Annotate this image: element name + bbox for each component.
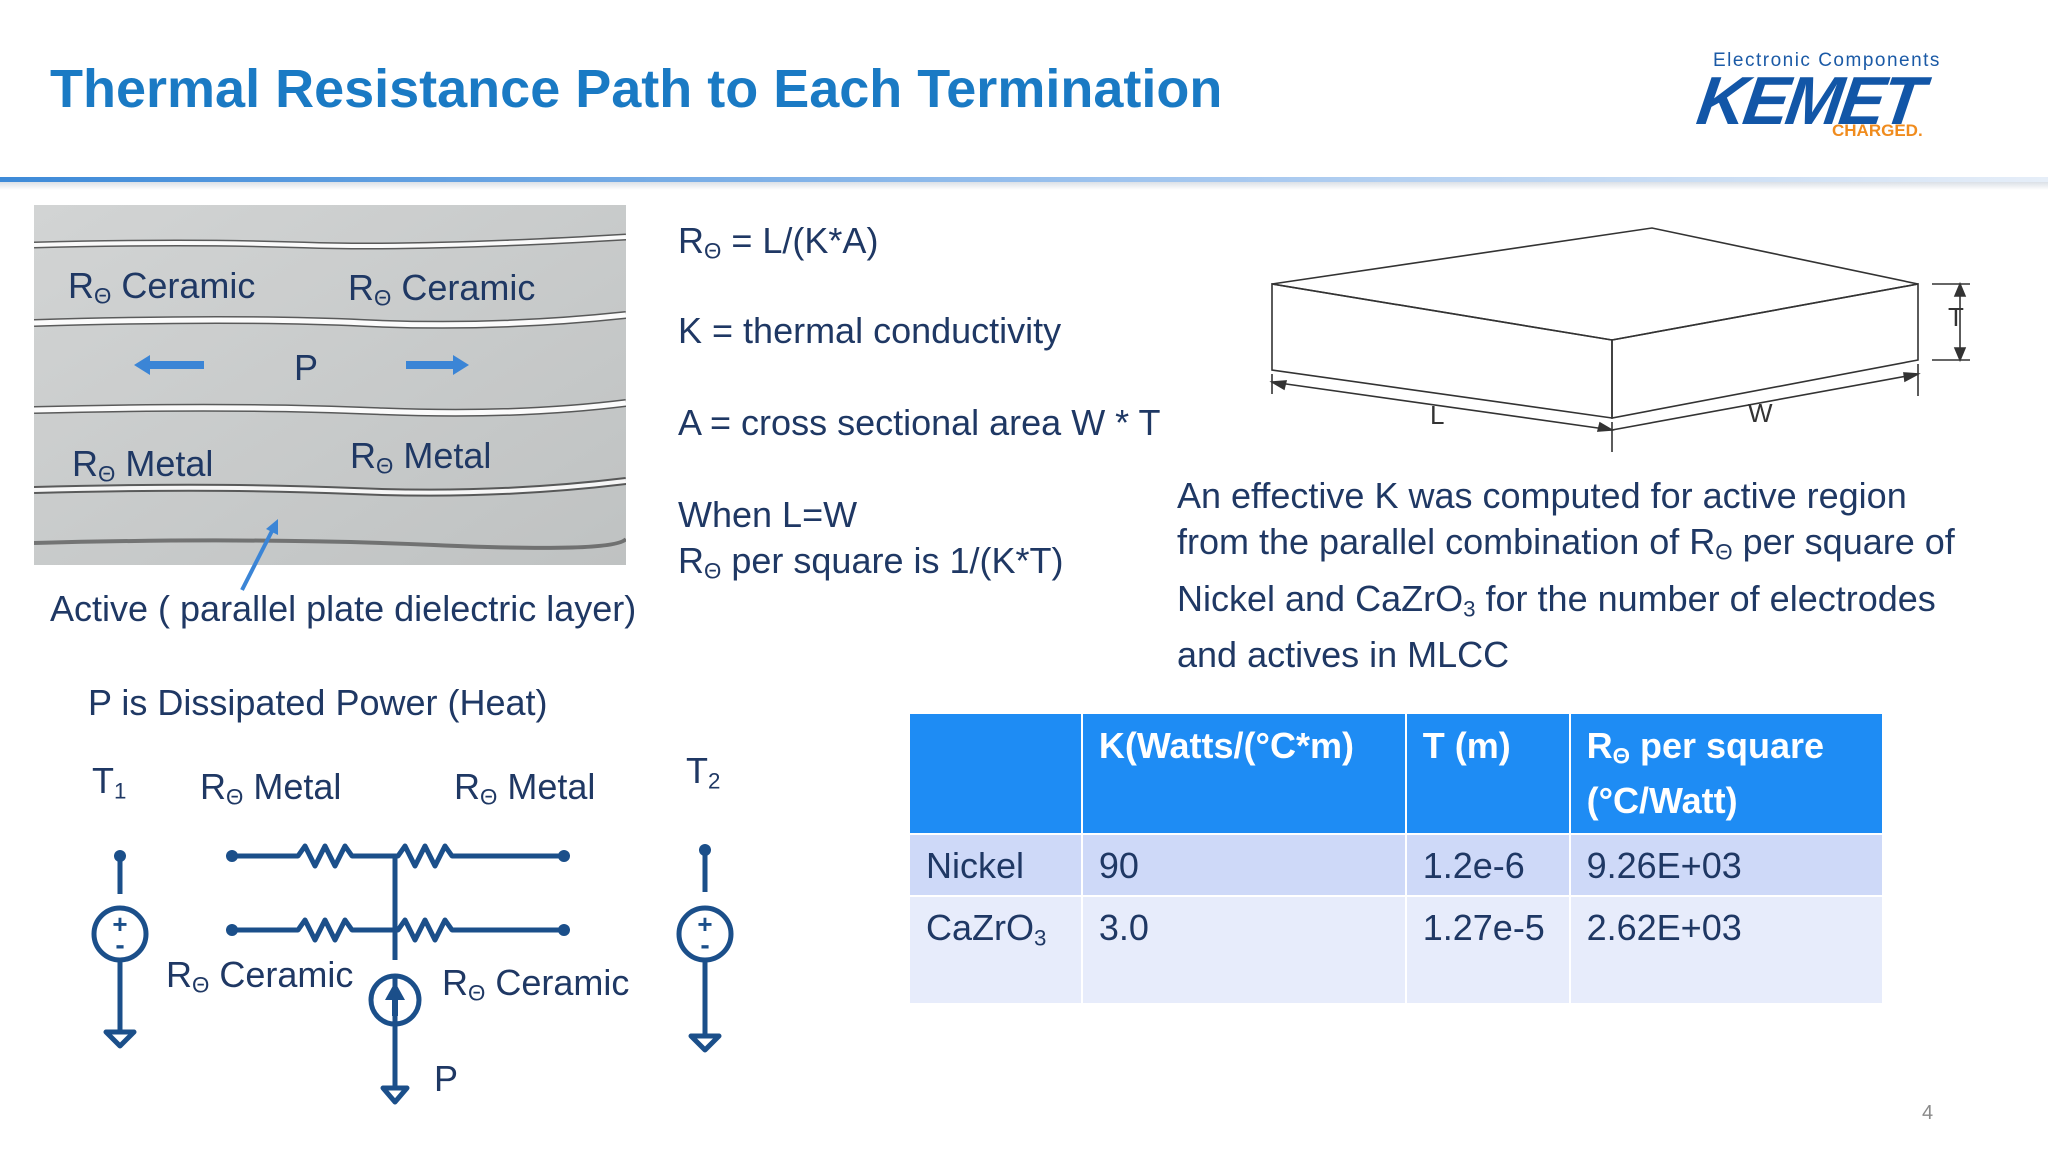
table-header-k: K(Watts/(°C*m) xyxy=(1081,714,1407,834)
t1-label: T1 xyxy=(92,760,127,804)
table-header-r-per-square: RΘ per square (°C/Watt) xyxy=(1569,714,1885,834)
header-divider-shadow xyxy=(0,182,2048,190)
table-cell: 9.26E+03 xyxy=(1569,832,1885,896)
active-layer-caption: Active ( parallel plate dielectric layer… xyxy=(50,588,637,629)
table-cell: 90 xyxy=(1081,832,1407,896)
table-cell: 1.2e-6 xyxy=(1405,832,1571,896)
formula-r-theta: RΘ = L/(K*A) xyxy=(678,220,879,264)
formula-a-definition: A = cross sectional area W * T xyxy=(678,402,1161,443)
table-cell: Nickel xyxy=(910,832,1083,896)
circuit-label-metal-right: RΘ Metal xyxy=(454,766,596,810)
diagram-label-l: L xyxy=(1430,400,1444,430)
t1-plus-sign: + xyxy=(112,909,127,939)
material-properties-table: K(Watts/(°C*m) T (m) RΘ per square (°C/W… xyxy=(910,714,1885,1003)
photo-label-metal-right: RΘ Metal xyxy=(350,435,492,479)
circuit-label-ceramic-left: RΘ Ceramic xyxy=(166,954,354,998)
current-arrow-icon xyxy=(385,982,405,1000)
table-cell: 3.0 xyxy=(1081,894,1407,1003)
electrode-layers-graphic xyxy=(34,205,626,565)
circuit-label-p: P xyxy=(434,1058,459,1099)
logo-charged: CHARGED. xyxy=(1832,121,1923,140)
formula-k-definition: K = thermal conductivity xyxy=(678,310,1062,351)
table-cell: 1.27e-5 xyxy=(1405,894,1571,1003)
table-row: CaZrO3 3.0 1.27e-5 2.62E+03 xyxy=(910,894,1885,1003)
power-description: P is Dissipated Power (Heat) xyxy=(88,682,548,723)
diagram-label-t: T xyxy=(1948,302,1964,332)
formula-when: When L=W xyxy=(678,494,858,535)
table-header-t: T (m) xyxy=(1405,714,1571,834)
active-pointer-arrow-icon xyxy=(240,519,278,591)
formula-per-square: RΘ per square is 1/(K*T) xyxy=(678,540,1064,584)
slide-title: Thermal Resistance Path to Each Terminat… xyxy=(50,59,1223,119)
t2-minus-sign: - xyxy=(700,929,709,960)
effective-k-note: An effective K was computed for active r… xyxy=(1177,475,1955,676)
table-cell: 2.62E+03 xyxy=(1569,894,1885,1003)
circuit-label-ceramic-right: RΘ Ceramic xyxy=(442,962,630,1006)
header-divider xyxy=(0,177,2048,182)
photo-label-ceramic-right: RΘ Ceramic xyxy=(348,267,536,311)
t2-plus-sign: + xyxy=(697,909,712,939)
circuit-label-metal-left: RΘ Metal xyxy=(200,766,342,810)
diagram-label-w: W xyxy=(1748,398,1773,428)
t1-minus-sign: - xyxy=(115,929,124,960)
table-row: Nickel 90 1.2e-6 9.26E+03 xyxy=(910,832,1885,896)
t2-label: T2 xyxy=(686,750,721,794)
photo-label-metal-left: RΘ Metal xyxy=(72,443,214,487)
slab-dimension-diagram: T L W xyxy=(1269,227,1970,452)
thermal-circuit-schematic: + - + - xyxy=(91,843,734,1105)
mlcc-cross-section-photo: RΘ Ceramic RΘ Ceramic P RΘ Metal RΘ Meta… xyxy=(34,205,626,565)
photo-label-p: P xyxy=(294,347,319,388)
page-number: 4 xyxy=(1922,1102,1934,1124)
table-header-material xyxy=(910,714,1083,834)
table-cell: CaZrO3 xyxy=(910,894,1083,1003)
logo-tagline: Electronic Components xyxy=(1713,50,1941,71)
photo-label-ceramic-left: RΘ Ceramic xyxy=(68,265,256,309)
